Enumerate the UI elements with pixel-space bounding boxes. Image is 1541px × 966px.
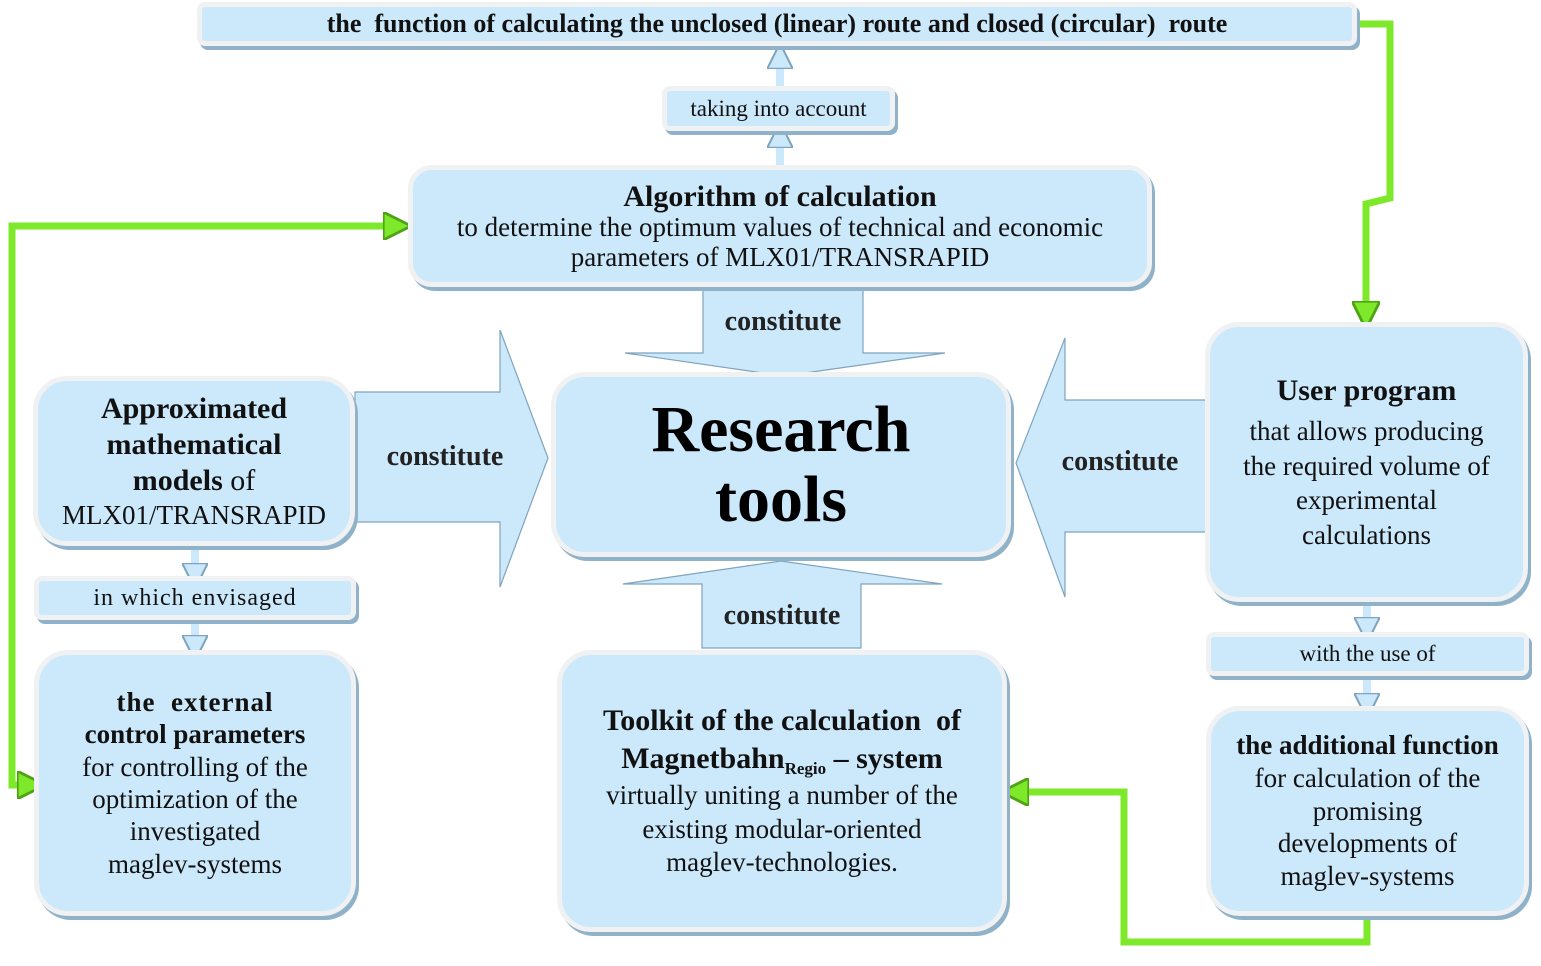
approx-models-node: Approximated mathematical models of MLX0… [33,376,355,546]
external-params-line4: maglev-systems [108,848,282,879]
approx-models-line3: models of [133,463,256,499]
algorithm-title: Algorithm of calculation [623,179,937,213]
external-params-line2: optimization of the [92,784,298,814]
approx-models-line4: MLX01/TRANSRAPID [61,499,327,530]
with-the-use-of-node: with the use of [1206,632,1529,676]
research-tools-node: Research tools [551,372,1011,557]
external-params-line1: for controlling of the [82,751,308,782]
in-which-envisaged-text: in which envisaged [93,584,297,611]
additional-function-node: the additional function for calculation … [1206,706,1529,916]
algorithm-line2: parameters of MLX01/TRANSRAPID [570,241,990,272]
taking-into-account-node: taking into account [662,86,895,131]
edge-label-right: constitute [1061,446,1179,477]
additional-function-line2: promising [1312,795,1423,826]
toolkit-title2: MagnetbahnRegio – system [621,740,943,779]
user-program-line3: experimental [1296,485,1437,516]
with-the-use-of-text: with the use of [1299,641,1436,666]
toolkit-line1: virtually uniting a number of the [606,779,958,810]
toolkit-line3: maglev-technologies. [666,847,898,878]
user-program-line1: that allows producing [1249,416,1484,447]
taking-into-account-text: taking into account [690,95,867,121]
feedback-arrow-additional-to-toolkit [1012,792,1371,946]
toolkit-node: Toolkit of the calculation of Magnetbahn… [557,650,1007,932]
external-params-title1: the external [116,686,274,717]
approx-models-line3-rest: of [222,463,256,497]
user-program-node: User program that allows producing the r… [1205,322,1528,602]
edge-label-left: constitute [386,441,504,472]
in-which-envisaged-node: in which envisaged [34,576,356,620]
algorithm-node: Algorithm of calculation to determine th… [408,165,1152,287]
route-function-text: the function of calculating the unclosed… [326,9,1228,38]
user-program-line2: the required volume of [1243,450,1490,481]
toolkit-title2-main: Magnetbahn [621,741,785,775]
toolkit-line2: existing modular-oriented [642,813,922,844]
toolkit-title1: Toolkit of the calculation of [602,704,962,737]
external-params-title2: control parameters [84,719,306,750]
external-params-line3: investigated [129,816,261,847]
approx-models-line1: Approximated [100,391,288,425]
additional-function-line4: maglev-systems [1280,861,1455,892]
edge-label-top: constitute [724,306,842,337]
block-arrow-bottom [622,560,943,649]
block-arrow-top [624,289,946,377]
algorithm-line1: to determine the optimum values of techn… [456,211,1104,242]
toolkit-title2-rest: – system [826,741,943,775]
additional-function-line3: developments of [1277,828,1458,859]
research-tools-line1: Research [651,393,911,467]
toolkit-title2-sub: Regio [784,758,827,778]
user-program-title: User program [1276,373,1457,407]
research-tools-line2: tools [715,462,847,536]
feedback-arrow-route-to-user [1358,20,1394,318]
additional-function-line1: for calculation of the [1254,762,1481,793]
external-params-node: the external control parameters for cont… [34,650,356,916]
route-function-node: the function of calculating the unclosed… [197,2,1357,46]
additional-function-title: the additional function [1236,729,1499,760]
user-program-line4: calculations [1302,519,1431,550]
approx-models-line3-bold: models [132,463,223,497]
block-arrow-right [1015,337,1211,598]
feedback-arrow-params-to-algorithm [8,226,400,785]
approx-models-line2: mathematical [106,427,282,461]
edge-label-bottom: constitute [723,600,841,631]
